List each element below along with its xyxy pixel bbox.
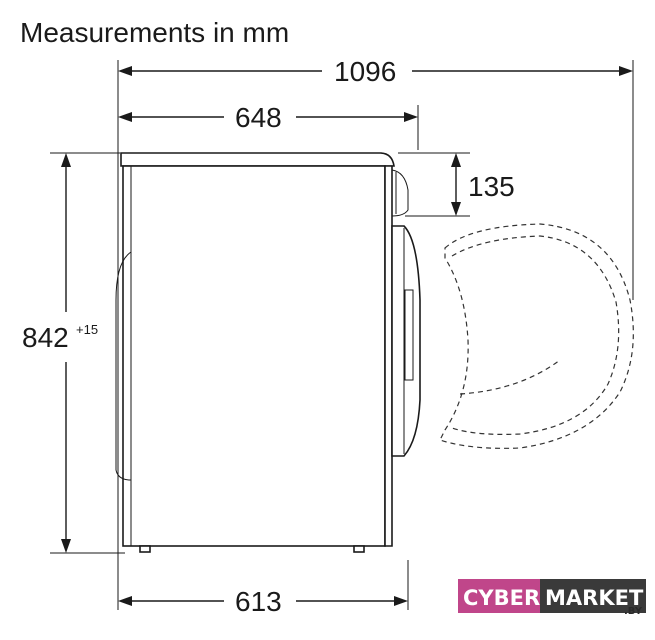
dimension-1096-label: 1096 bbox=[334, 56, 396, 87]
dryer-side-view bbox=[115, 152, 421, 553]
logo-suffix-text: .BY bbox=[624, 606, 643, 617]
dimension-648: 648 bbox=[118, 102, 418, 133]
dimension-135: 135 bbox=[451, 153, 515, 216]
dimension-842-label: 842 bbox=[22, 322, 69, 353]
logo-right-block bbox=[540, 579, 646, 613]
logo-left-block bbox=[458, 579, 540, 613]
logo-right-text: MARKET bbox=[545, 586, 644, 610]
dimension-613-label: 613 bbox=[235, 586, 282, 617]
cybermarket-logo: CYBER MARKET .BY bbox=[458, 579, 646, 617]
extension-lines bbox=[50, 60, 634, 610]
dimension-613: 613 bbox=[118, 586, 408, 617]
dimension-648-label: 648 bbox=[235, 102, 282, 133]
door-open-outline bbox=[439, 223, 634, 449]
dimension-1096: 1096 bbox=[118, 56, 633, 87]
logo-left-text: CYBER bbox=[463, 586, 540, 610]
dimension-842-value: 842 bbox=[22, 322, 69, 353]
dimension-842-tolerance: +15 bbox=[76, 322, 98, 337]
diagram-title: Measurements in mm bbox=[20, 17, 289, 48]
dimension-842: 842 +15 bbox=[22, 153, 98, 553]
dimension-135-label: 135 bbox=[468, 171, 515, 202]
